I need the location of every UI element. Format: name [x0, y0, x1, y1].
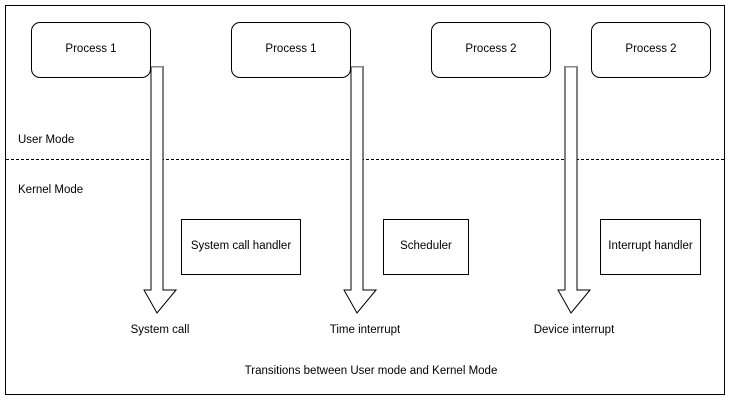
system-call-handler-box[interactable]: System call handler [181, 219, 301, 275]
device-interrupt-caption: Device interrupt [533, 324, 615, 336]
time-interrupt-arrow [343, 66, 377, 314]
process-box-2-label: Process 1 [265, 43, 317, 56]
scheduler-box[interactable]: Scheduler [383, 219, 469, 275]
process-box-2[interactable]: Process 1 [231, 22, 351, 78]
process-box-1[interactable]: Process 1 [31, 22, 151, 78]
interrupt-handler-label: Interrupt handler [608, 240, 693, 253]
kernel-mode-label: Kernel Mode [18, 184, 84, 196]
device-interrupt-arrow [557, 66, 591, 314]
figure-caption: Transitions between User mode and Kernel… [244, 365, 498, 377]
process-box-3-label: Process 2 [465, 43, 517, 56]
process-box-1-label: Process 1 [65, 43, 117, 56]
system-call-handler-label: System call handler [190, 240, 292, 253]
mode-divider-line [6, 159, 724, 160]
system-call-caption: System call [130, 324, 190, 336]
process-box-3[interactable]: Process 2 [431, 22, 551, 78]
process-box-4[interactable]: Process 2 [591, 22, 711, 78]
scheduler-label: Scheduler [400, 240, 452, 253]
process-box-4-label: Process 2 [625, 43, 677, 56]
system-call-arrow [143, 66, 177, 314]
time-interrupt-caption: Time interrupt [329, 324, 401, 336]
interrupt-handler-box[interactable]: Interrupt handler [600, 219, 701, 275]
user-mode-label: User Mode [18, 134, 75, 146]
